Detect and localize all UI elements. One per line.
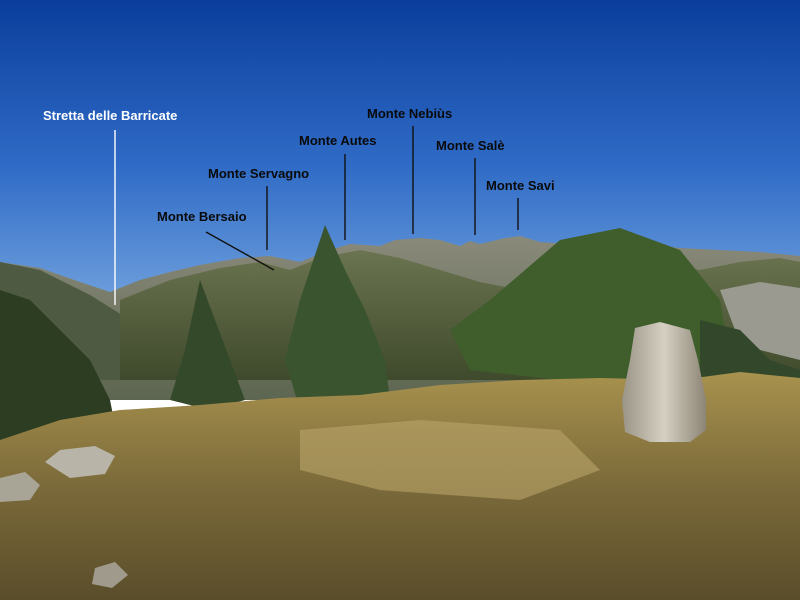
right-rock-face	[720, 282, 800, 360]
label-monte-nebius: Monte Nebiùs	[367, 106, 453, 121]
rocks	[0, 446, 128, 588]
stone-cairn	[622, 322, 706, 442]
label-monte-savi: Monte Savi	[486, 178, 555, 193]
label-stretta-delle-barricate: Stretta delle Barricate	[43, 108, 178, 123]
label-monte-servagno: Monte Servagno	[208, 166, 310, 181]
label-monte-bersaio: Monte Bersaio	[157, 209, 247, 224]
label-monte-sale: Monte Salè	[436, 138, 505, 153]
label-monte-autes: Monte Autes	[299, 133, 377, 148]
dry-grass-patch	[300, 420, 600, 500]
pointer-line-bersaio	[205, 231, 275, 271]
pointer-lines-dark	[205, 126, 519, 271]
